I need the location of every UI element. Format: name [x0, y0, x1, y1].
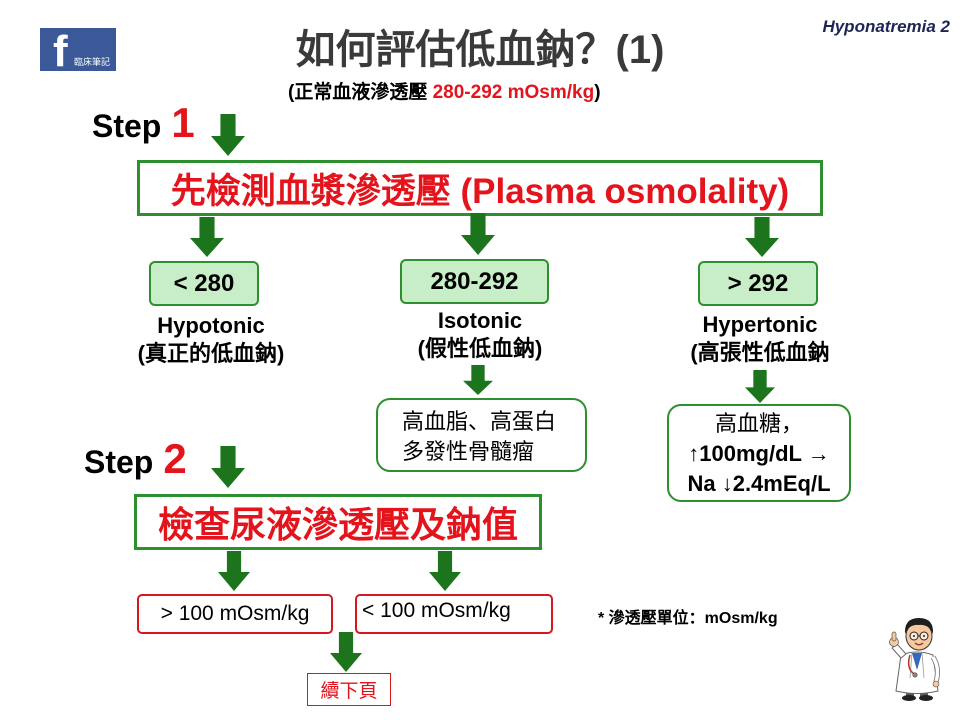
- step2-number: 2: [163, 435, 187, 482]
- doctor-stethoscope: [907, 654, 918, 678]
- facebook-logo-icon: f 臨床筆記: [40, 28, 116, 71]
- next-page-arrow-icon: [330, 632, 362, 672]
- isotonic-down-arrow-icon: [461, 213, 495, 255]
- urine-high-arrow-icon: [218, 551, 250, 591]
- step1-number: 1: [171, 99, 195, 146]
- branch-desc: (高張性低血鈉: [690, 340, 830, 365]
- isotonic-causes-box: 高血脂、高蛋白 多發性骨髓瘤: [376, 398, 587, 472]
- next-page-box: 續下頁: [307, 673, 391, 706]
- hypotonic-down-arrow-icon: [190, 217, 224, 257]
- step1-label: Step: [92, 108, 162, 144]
- cause-line: ↑100mg/dL →: [688, 441, 830, 466]
- hypertonic-down-arrow-icon: [745, 217, 779, 257]
- urine-osmolality-box: 檢查尿液滲透壓及鈉值: [134, 494, 542, 550]
- doctor-cartoon-icon: [886, 608, 948, 702]
- branch-label-hypotonic: Hypotonic (真正的低血鈉): [101, 312, 321, 368]
- urine-low-arrow-icon: [429, 551, 461, 591]
- branch-type: Hypertonic: [702, 312, 818, 337]
- step2-label: Step: [84, 444, 154, 480]
- branch-label-isotonic: Isotonic (假性低血鈉): [370, 307, 590, 363]
- doctor-thumbs-up: [889, 631, 907, 659]
- branch-type: Hypotonic: [157, 313, 265, 338]
- unit-footnote: * 滲透壓單位：mOsm/kg: [598, 610, 778, 627]
- branch-desc: (真正的低血鈉): [137, 341, 285, 366]
- cause-line: 多發性骨髓瘤: [402, 439, 535, 464]
- branch-label-hypertonic: Hypertonic (高張性低血鈉: [650, 311, 870, 367]
- slide-tag: Hyponatremia 2: [822, 17, 950, 36]
- logo-caption: 臨床筆記: [74, 58, 111, 68]
- page-subtitle: (正常血液滲透壓 280-292 mOsm/kg): [288, 81, 601, 105]
- doctor-coat: [895, 651, 940, 694]
- logo-glyph: f: [53, 28, 68, 71]
- urine-result-high: > 100 mOsm/kg: [137, 594, 333, 634]
- step1-down-arrow-icon: [211, 114, 245, 156]
- branch-type: Isotonic: [437, 308, 523, 333]
- cause-line: Na ↓2.4mEq/L: [687, 471, 831, 496]
- page-title: 如何評估低血鈉？(1): [295, 28, 665, 72]
- isotonic-cause-arrow-icon: [463, 365, 493, 395]
- step2-down-arrow-icon: [211, 446, 245, 488]
- range-box-isotonic: 280-292: [400, 259, 549, 304]
- cause-line: 高血糖，: [714, 411, 803, 436]
- range-box-hypertonic: > 292: [698, 261, 818, 306]
- range-box-hypotonic: < 280: [149, 261, 259, 306]
- doctor-head: [904, 618, 934, 651]
- plasma-osmolality-box: 先檢測血漿滲透壓 (Plasma osmolality): [137, 160, 823, 216]
- hypertonic-cause-arrow-icon: [745, 370, 775, 403]
- cause-line: 高血脂、高蛋白: [402, 409, 557, 434]
- hypertonic-causes-box: 高血糖， ↑100mg/dL → Na ↓2.4mEq/L: [667, 404, 851, 502]
- subtitle-prefix: (正常血液滲透壓: [288, 82, 433, 103]
- subtitle-normal-range: 280-292 mOsm/kg: [432, 82, 595, 103]
- urine-result-low: < 100 mOsm/kg: [355, 594, 553, 634]
- branch-desc: (假性低血鈉): [417, 336, 543, 361]
- subtitle-suffix: ): [594, 82, 601, 103]
